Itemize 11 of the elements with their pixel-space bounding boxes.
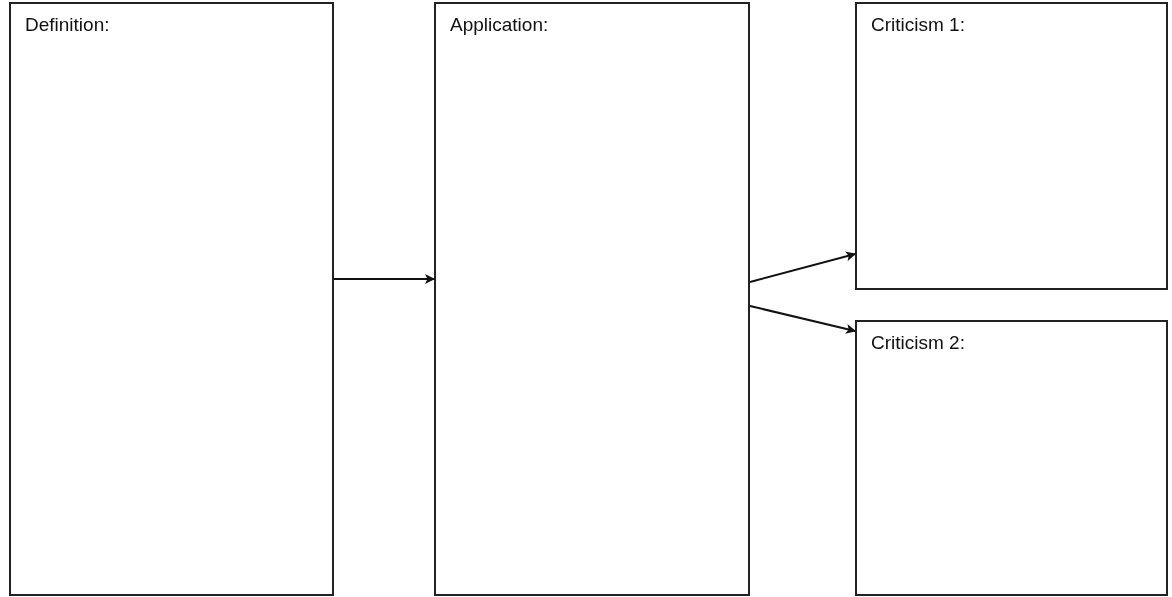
text-box	[855, 320, 1168, 596]
text-box	[434, 2, 750, 596]
arrow	[333, 274, 435, 284]
box-heading: Application:	[450, 14, 549, 36]
box-heading: Definition:	[25, 14, 110, 36]
box-heading: Criticism 2:	[871, 332, 965, 354]
text-box	[855, 2, 1168, 290]
arrow	[749, 251, 856, 283]
arrow	[749, 305, 856, 334]
text-box	[9, 2, 334, 596]
box-heading: Criticism 1:	[871, 14, 965, 36]
